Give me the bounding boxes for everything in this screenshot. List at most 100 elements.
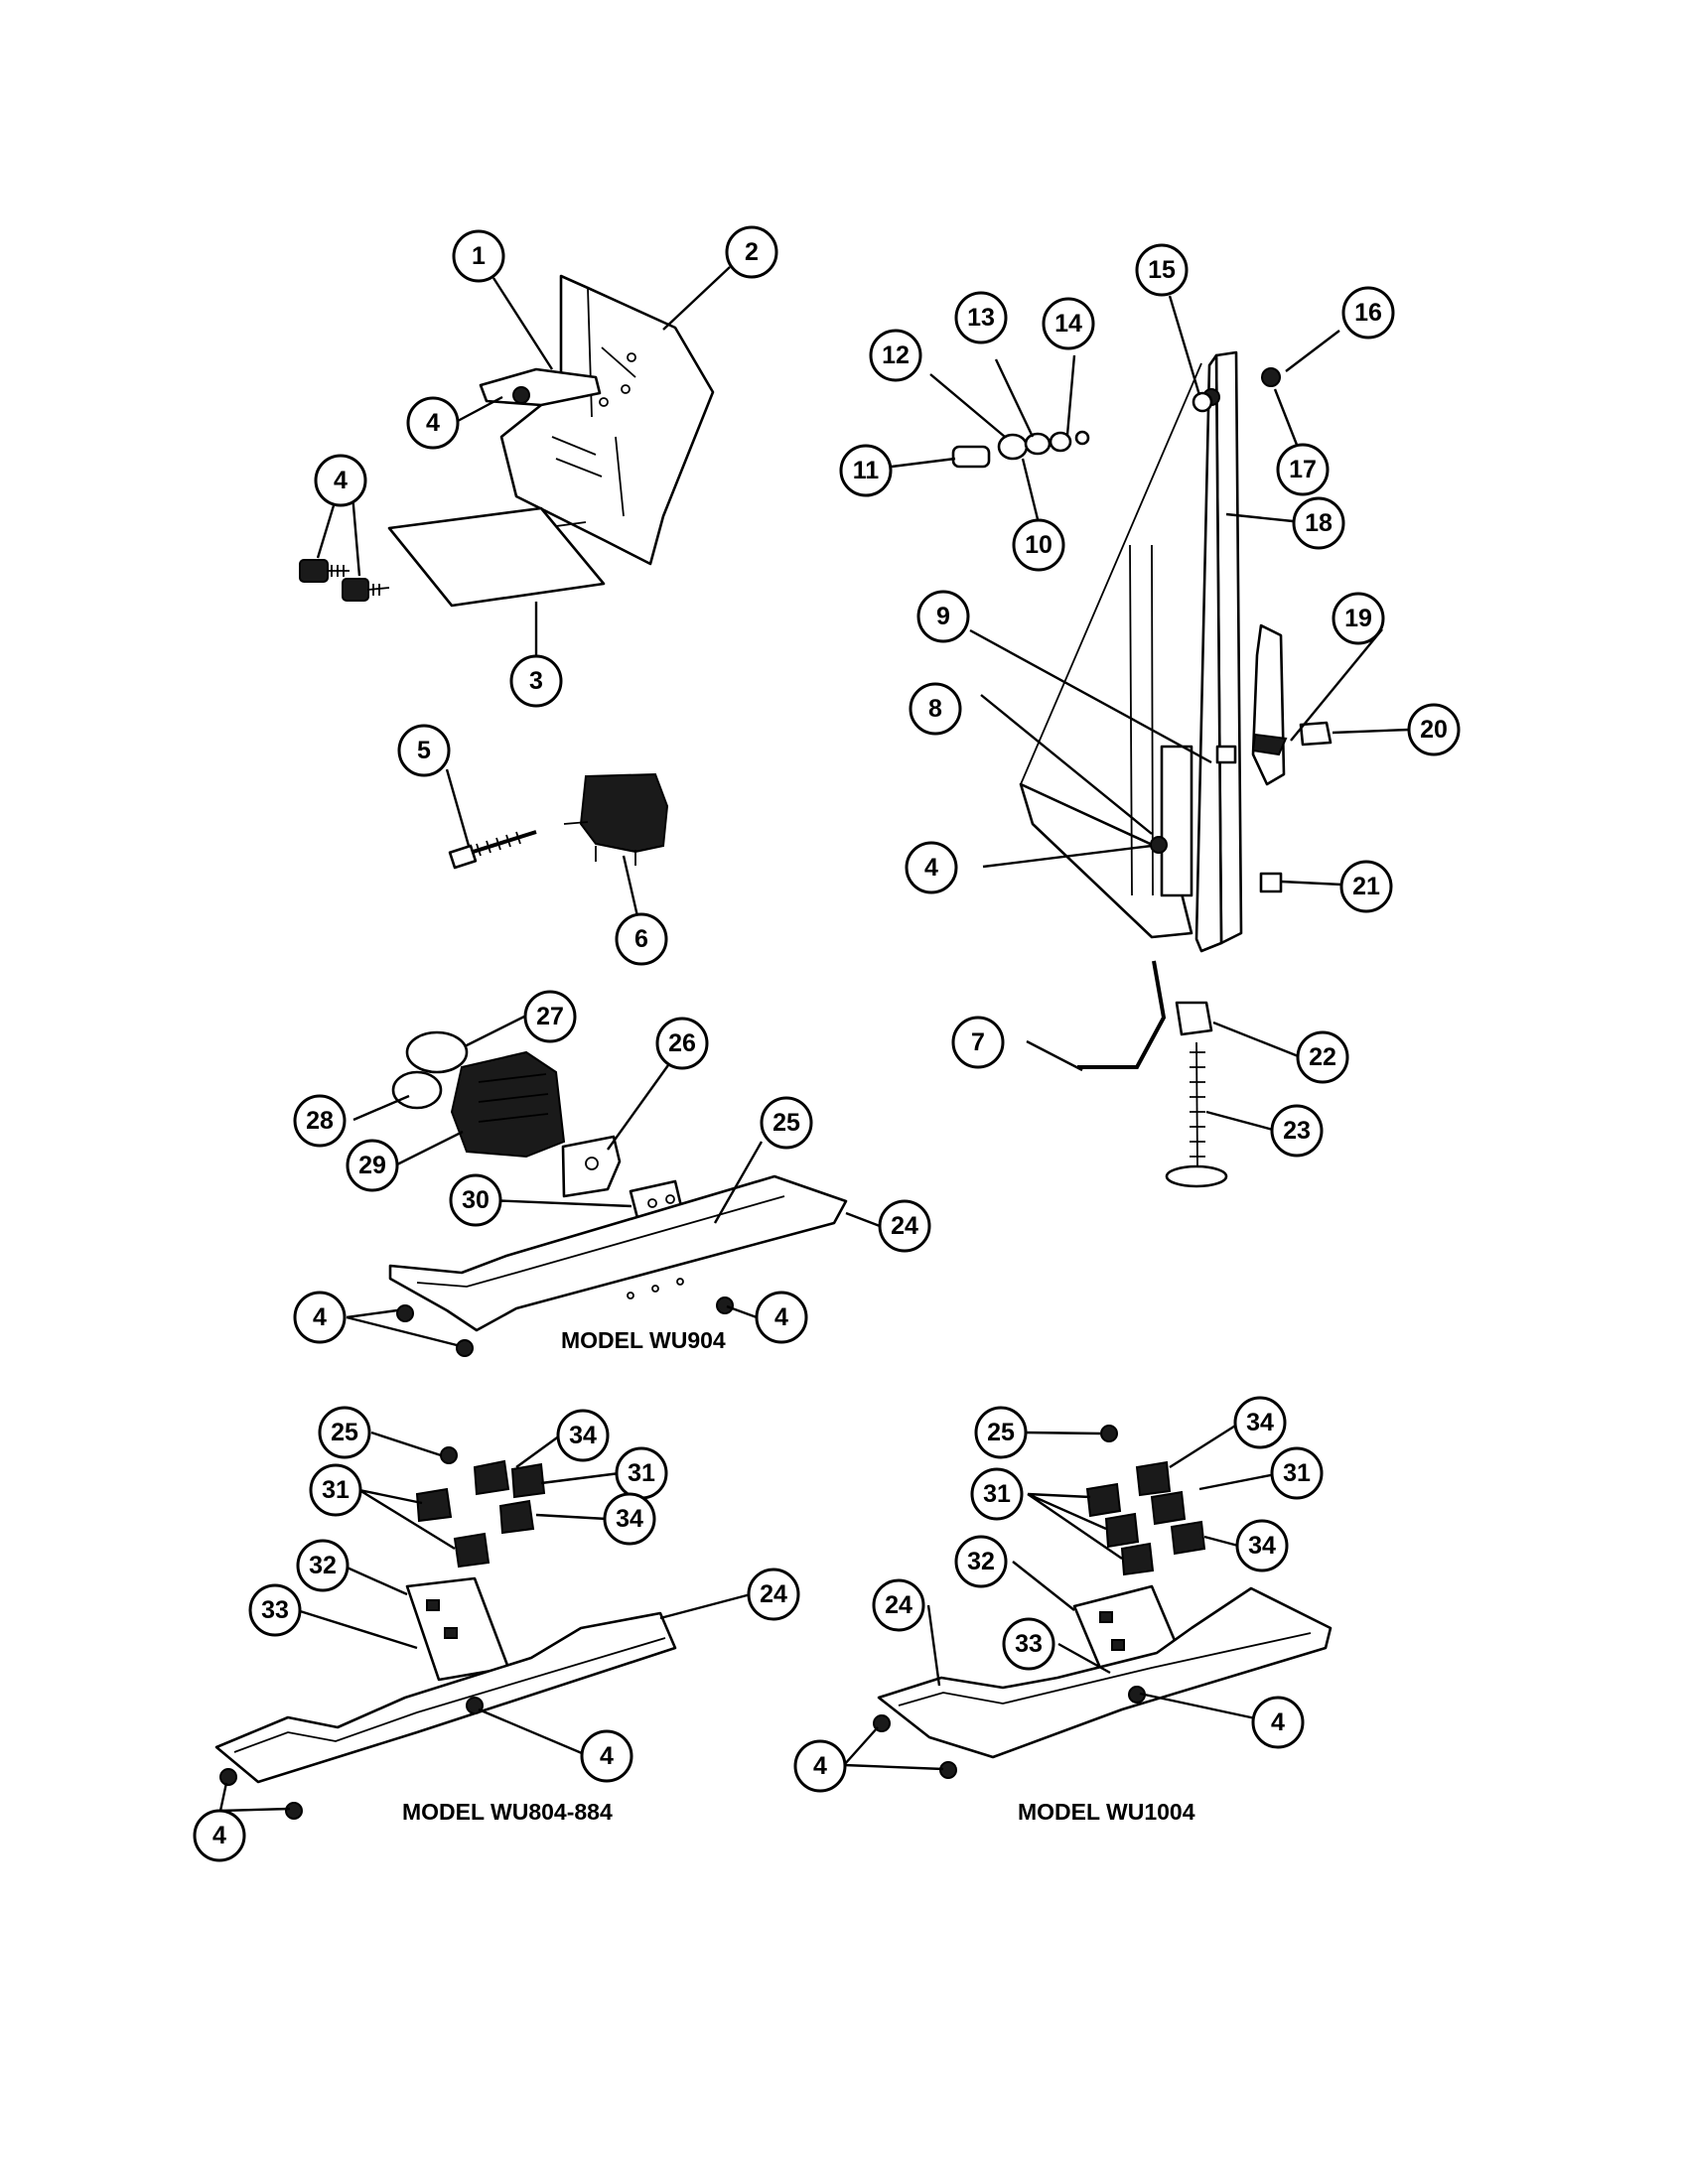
callout-14: 14 [1042, 297, 1095, 350]
callout-34: 34 [556, 1409, 610, 1462]
callout-5: 5 [397, 724, 451, 777]
svg-text:11: 11 [853, 457, 880, 484]
svg-text:2: 2 [745, 238, 759, 266]
svg-text:15: 15 [1148, 256, 1176, 284]
svg-text:4: 4 [212, 1822, 226, 1849]
svg-text:6: 6 [634, 925, 648, 953]
callout-17: 17 [1276, 443, 1330, 496]
callout-25: 25 [318, 1406, 371, 1459]
callout-21: 21 [1339, 860, 1393, 913]
callout-4: 4 [406, 396, 460, 450]
svg-text:25: 25 [772, 1109, 800, 1137]
callout-7: 7 [951, 1016, 1005, 1069]
callout-31: 31 [970, 1467, 1024, 1521]
callout-32: 32 [296, 1539, 350, 1592]
svg-text:34: 34 [1248, 1532, 1276, 1560]
model-label-wu804-884: MODEL WU804-884 [402, 1799, 613, 1825]
callout-4: 4 [905, 841, 958, 894]
callout-34: 34 [1233, 1396, 1287, 1449]
model-label-wu1004: MODEL WU1004 [1018, 1799, 1195, 1825]
callout-19: 19 [1332, 592, 1385, 645]
svg-text:4: 4 [1271, 1708, 1285, 1736]
callout-4: 4 [193, 1809, 246, 1862]
callout-4: 4 [755, 1291, 808, 1344]
svg-text:4: 4 [600, 1742, 614, 1770]
svg-text:19: 19 [1344, 605, 1372, 632]
svg-text:14: 14 [1054, 310, 1082, 338]
callout-16: 16 [1341, 286, 1395, 340]
svg-text:20: 20 [1420, 716, 1448, 744]
svg-text:3: 3 [529, 667, 543, 695]
svg-text:25: 25 [331, 1419, 358, 1446]
callout-31: 31 [615, 1446, 668, 1500]
svg-text:22: 22 [1309, 1043, 1336, 1071]
callout-2: 2 [725, 225, 778, 279]
console-bracket-assembly [299, 274, 715, 608]
callout-34: 34 [1235, 1519, 1289, 1572]
callout-24: 24 [878, 1199, 931, 1253]
callout-31: 31 [1270, 1446, 1324, 1500]
callout-9: 9 [916, 590, 970, 643]
callout-25: 25 [760, 1096, 813, 1150]
svg-text:21: 21 [1352, 873, 1380, 900]
callout-12: 12 [869, 329, 922, 382]
callout-28: 28 [293, 1094, 347, 1148]
svg-text:17: 17 [1289, 456, 1317, 483]
callout-32: 32 [954, 1535, 1008, 1588]
callout-25: 25 [974, 1406, 1028, 1459]
svg-text:4: 4 [774, 1303, 788, 1331]
callout-10: 10 [1012, 518, 1065, 572]
svg-text:34: 34 [616, 1505, 643, 1533]
svg-text:27: 27 [536, 1003, 564, 1030]
callout-29: 29 [346, 1139, 399, 1192]
callout-13: 13 [954, 291, 1008, 344]
svg-text:26: 26 [668, 1029, 696, 1057]
svg-text:18: 18 [1305, 509, 1333, 537]
callout-4: 4 [1251, 1696, 1305, 1749]
callout-26: 26 [655, 1017, 709, 1070]
callout-20: 20 [1407, 703, 1461, 756]
svg-text:24: 24 [885, 1591, 912, 1619]
svg-text:16: 16 [1354, 299, 1382, 327]
svg-text:32: 32 [967, 1548, 995, 1575]
svg-text:34: 34 [569, 1422, 597, 1449]
callout-18: 18 [1292, 496, 1345, 550]
callout-24: 24 [747, 1568, 800, 1621]
svg-text:4: 4 [924, 854, 938, 882]
callout-33: 33 [248, 1583, 302, 1637]
callout-27: 27 [523, 990, 577, 1043]
wu1004-switch-assembly [873, 1425, 1333, 1779]
svg-text:29: 29 [358, 1152, 386, 1179]
svg-text:31: 31 [628, 1459, 655, 1487]
svg-text:5: 5 [417, 737, 431, 764]
callout-24: 24 [872, 1578, 925, 1632]
callout-22: 22 [1296, 1030, 1349, 1084]
cabinet-side-panel-assembly [951, 350, 1333, 1188]
callout-4: 4 [580, 1729, 633, 1783]
callout-11: 11 [839, 444, 893, 497]
callout-30: 30 [449, 1173, 502, 1227]
svg-text:4: 4 [313, 1303, 327, 1331]
leader-lines [218, 266, 1410, 1813]
svg-text:34: 34 [1246, 1409, 1274, 1436]
callout-4: 4 [293, 1291, 347, 1344]
svg-text:31: 31 [322, 1476, 350, 1504]
timer-screw-and-switch [448, 772, 669, 870]
callout-23: 23 [1270, 1104, 1324, 1158]
svg-text:9: 9 [936, 603, 950, 630]
callout-34: 34 [603, 1492, 656, 1546]
svg-text:30: 30 [462, 1186, 490, 1214]
svg-text:28: 28 [306, 1107, 334, 1135]
svg-text:4: 4 [426, 409, 440, 437]
svg-text:12: 12 [882, 341, 910, 369]
callout-15: 15 [1135, 243, 1189, 297]
callout-31: 31 [309, 1463, 362, 1517]
svg-text:33: 33 [1015, 1630, 1043, 1658]
svg-text:4: 4 [813, 1752, 827, 1780]
svg-text:24: 24 [891, 1212, 918, 1240]
svg-text:32: 32 [309, 1552, 337, 1579]
callout-1: 1 [452, 229, 505, 283]
wu904-timer-assembly [388, 1030, 848, 1357]
svg-text:10: 10 [1025, 531, 1052, 559]
